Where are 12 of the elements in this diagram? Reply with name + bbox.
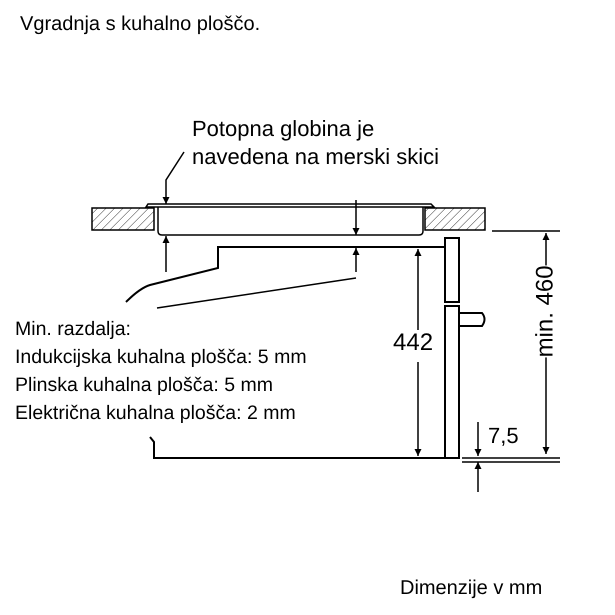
note-text: Potopna globina je navedena na merski skici: [192, 115, 440, 170]
cooktop-drawing: [144, 203, 436, 236]
dimension-value: 7,5: [488, 423, 519, 450]
leader-line: [162, 152, 185, 204]
note-text: Indukcijska kuhalna plošča: 5 mm: [15, 345, 307, 370]
title: Vgradnja s kuhalno ploščo.: [20, 12, 260, 36]
note-text: Električna kuhalna plošča: 2 mm: [15, 401, 297, 426]
dimension-value: 442: [393, 329, 434, 358]
note-heading: Min. razdalja:: [15, 317, 132, 342]
leader-line: [156, 277, 356, 309]
note-text: Plinska kuhalna plošča: 5 mm: [15, 373, 274, 398]
caption: Dimenzije v mm: [400, 576, 542, 600]
